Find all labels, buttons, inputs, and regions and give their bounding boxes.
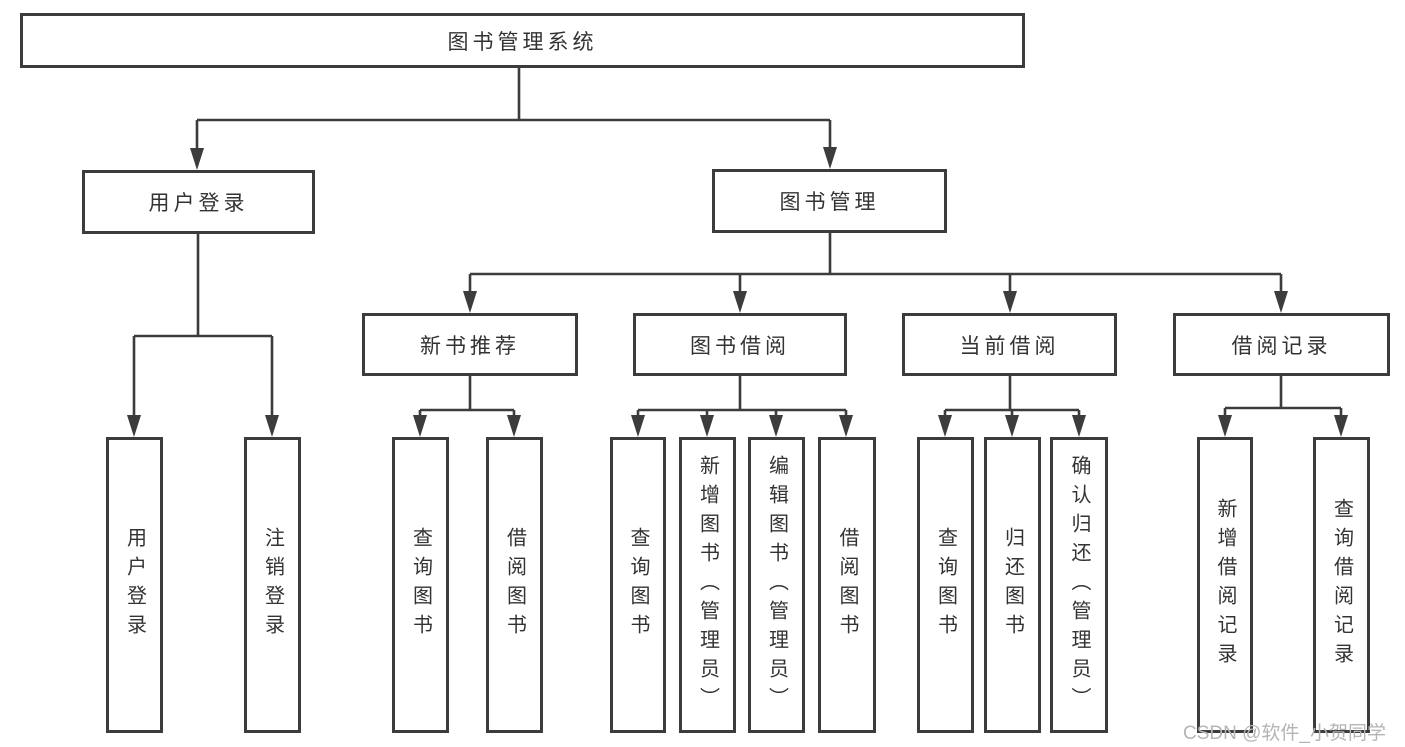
connector-book-borrow-to-leaves bbox=[631, 376, 853, 437]
node-current-borrowing: 当前借阅 bbox=[902, 313, 1117, 376]
node-user-login: 用户登录 bbox=[82, 170, 315, 234]
leaf-user-login: 用户登录 bbox=[106, 437, 163, 733]
leaf-borrow-books-2: 借阅图书 bbox=[818, 437, 876, 733]
connector-root-to-level2 bbox=[190, 68, 837, 170]
node-book-management: 图书管理 bbox=[712, 169, 947, 233]
leaf-add-book-admin: 新增图书（管理员） bbox=[679, 437, 736, 733]
connector-borrow-records-to-leaves bbox=[1218, 376, 1348, 437]
node-borrowing-records: 借阅记录 bbox=[1173, 313, 1390, 376]
leaf-add-borrow-record: 新增借阅记录 bbox=[1197, 437, 1253, 733]
node-book-borrowing: 图书借阅 bbox=[633, 313, 847, 376]
leaf-edit-book-admin: 编辑图书（管理员） bbox=[748, 437, 805, 733]
leaf-return-book: 归还图书 bbox=[984, 437, 1041, 733]
leaf-query-books-1: 查询图书 bbox=[392, 437, 449, 733]
connector-user-login-to-leaves bbox=[127, 234, 279, 437]
node-root-system: 图书管理系统 bbox=[20, 13, 1025, 68]
leaf-logout: 注销登录 bbox=[244, 437, 301, 733]
leaf-borrow-books-1: 借阅图书 bbox=[486, 437, 543, 733]
leaf-query-books-3: 查询图书 bbox=[917, 437, 974, 733]
csdn-watermark: CSDN @软件_小贺同学 bbox=[1183, 723, 1386, 744]
leaf-query-borrow-record: 查询借阅记录 bbox=[1313, 437, 1370, 733]
leaf-confirm-return-admin: 确认归还（管理员） bbox=[1050, 437, 1108, 733]
leaf-query-books-2: 查询图书 bbox=[610, 437, 666, 733]
connector-book-mgmt-to-level3 bbox=[463, 233, 1288, 313]
connector-new-book-rec-to-leaves bbox=[413, 376, 521, 437]
node-new-book-recommend: 新书推荐 bbox=[362, 313, 578, 376]
connector-current-borrow-to-leaves bbox=[938, 376, 1086, 437]
